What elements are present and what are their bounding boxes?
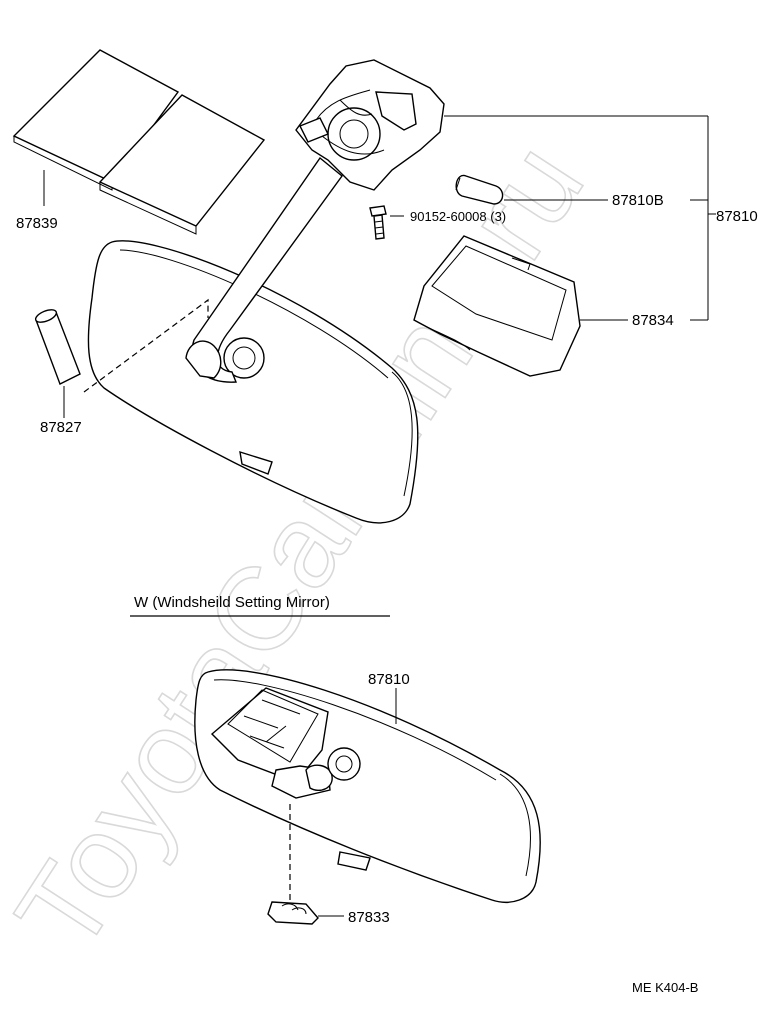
label-90152-60008: 90152-60008 (3) (410, 209, 506, 224)
label-w-87810: 87810 (368, 671, 410, 688)
label-87833: 87833 (348, 909, 390, 926)
lamp-cover-illustration (413, 235, 581, 377)
label-87827: 87827 (40, 419, 82, 436)
mirror-w-illustration (194, 669, 541, 903)
stay-arm-illustration (185, 156, 343, 383)
bulb-illustration (455, 174, 504, 205)
cap-illustration (34, 309, 81, 385)
label-87834: 87834 (632, 312, 674, 329)
assy-bracket-87810 (444, 115, 716, 321)
label-87810b: 87810B (612, 192, 664, 209)
diagram-code: ME K404-B (632, 980, 698, 995)
section-heading: W (Windsheild Setting Mirror) (134, 594, 330, 611)
screw-illustration (369, 205, 387, 240)
label-87839: 87839 (16, 215, 58, 232)
bracket-illustration (295, 59, 445, 191)
dash-87827 (83, 298, 209, 393)
pad-87839-illustration (12, 49, 266, 235)
label-87810: 87810 (716, 208, 758, 225)
mirror-top-illustration (87, 240, 419, 524)
cover-87833-illustration (267, 901, 319, 925)
